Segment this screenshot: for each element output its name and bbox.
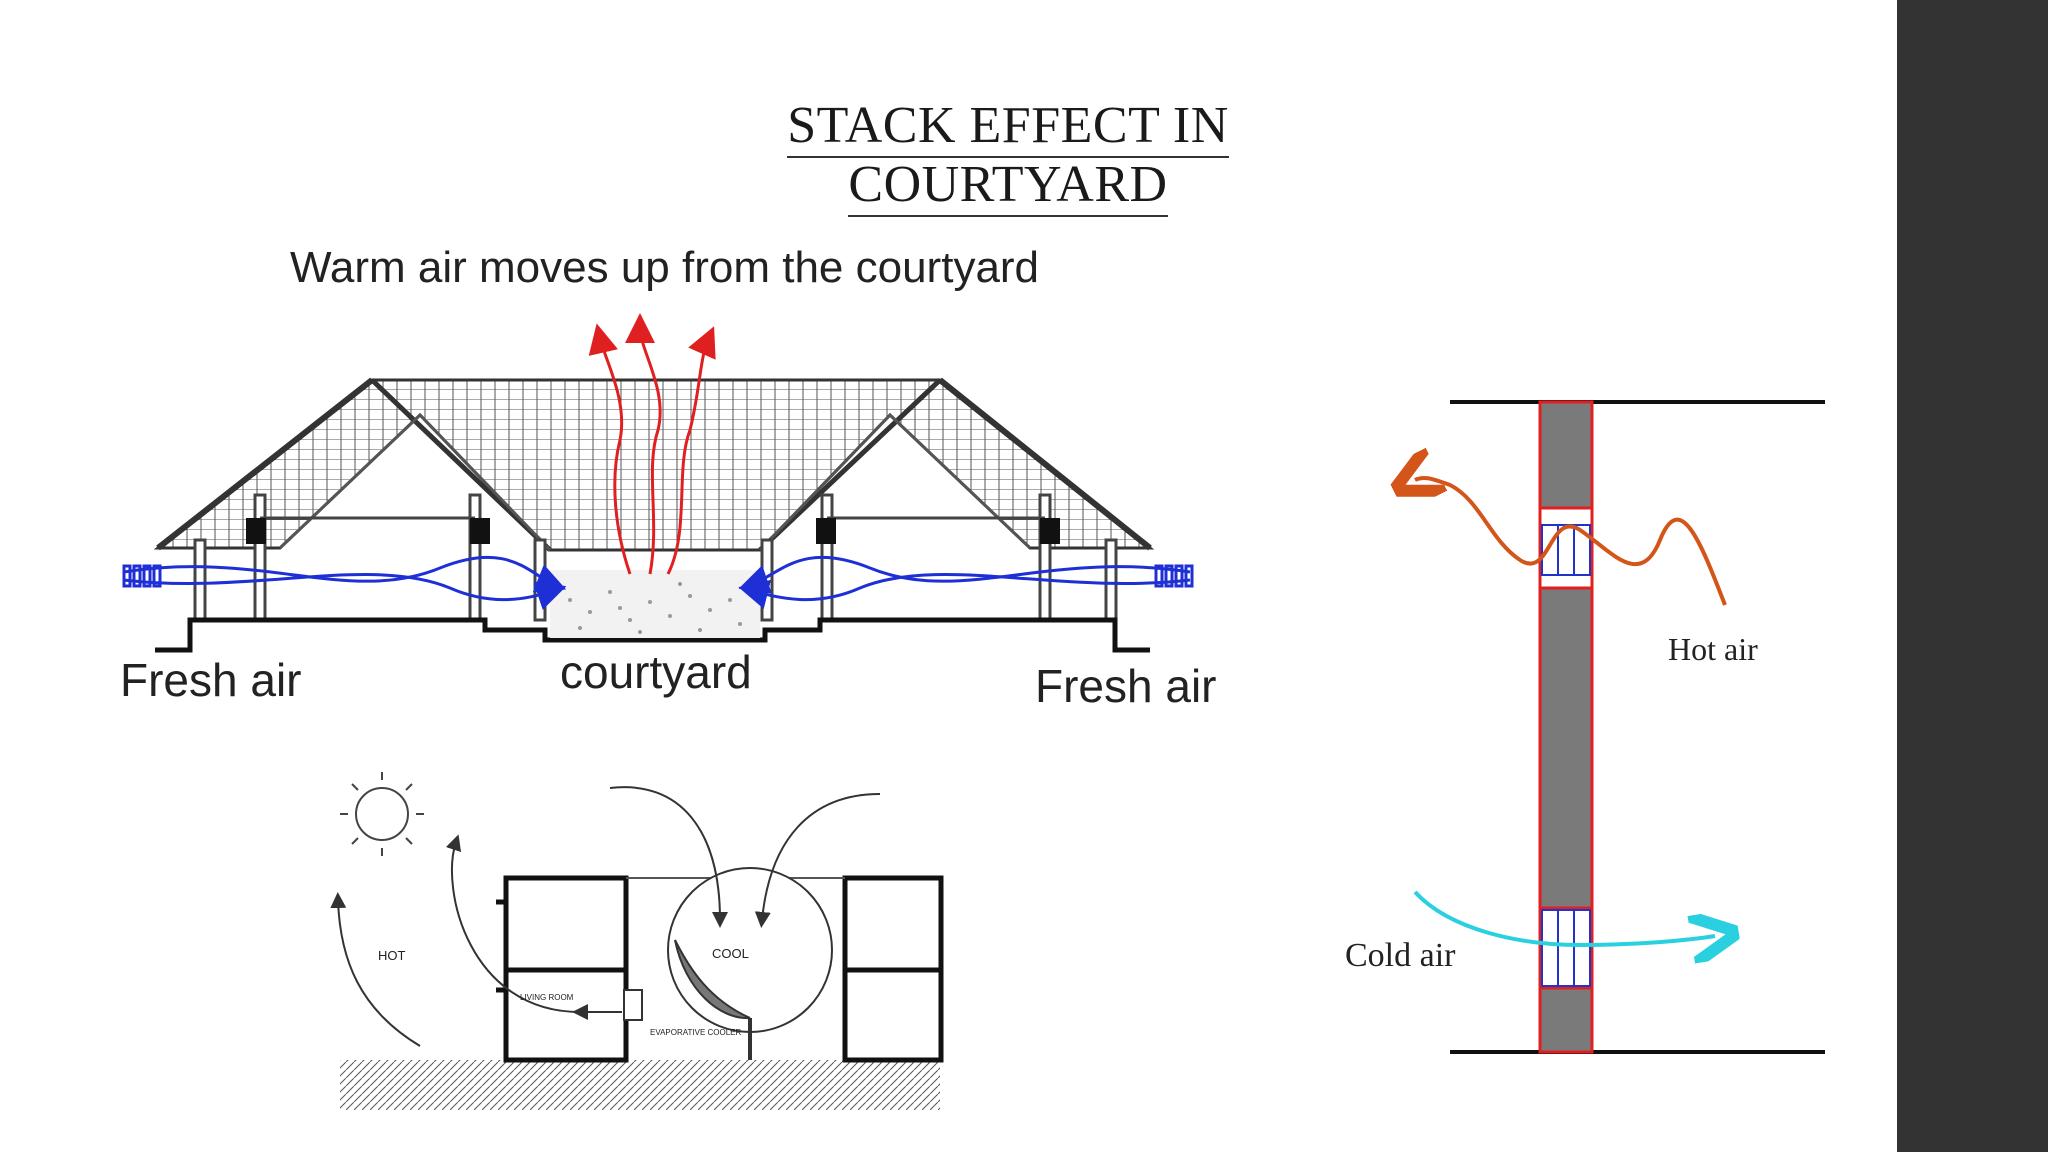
cold-air-label: Cold air xyxy=(1345,937,1456,974)
evaporative-cooler-label: EVAPORATIVE COOLER xyxy=(650,1028,742,1037)
left-building xyxy=(496,875,629,1063)
courtyard-label: courtyard xyxy=(560,646,752,698)
cold-air-arrow xyxy=(1413,890,1715,945)
wall xyxy=(1538,400,1594,1054)
hot-air-label: Hot air xyxy=(1668,631,1758,667)
slide-side-bar xyxy=(1897,0,2048,1152)
evaporative-cooler xyxy=(623,989,643,1021)
air-flow-arrows xyxy=(330,786,881,1047)
courtyard-sketch-diagram: HOT COOL LIVING ROOM EVAPORATIVE COOLER xyxy=(330,772,944,1110)
courtyard-section-diagram: Warm air moves up from the courtyard xyxy=(120,243,1216,712)
beam-blocks xyxy=(246,518,1060,544)
warm-air-heading: Warm air moves up from the courtyard xyxy=(290,243,1039,292)
wall-ventilation-diagram: Hot air Cold air xyxy=(1345,400,1825,1054)
living-room-label: LIVING ROOM xyxy=(520,993,574,1002)
right-building xyxy=(842,875,944,1063)
slide-title: STACK EFFECT IN COURTYARD xyxy=(624,96,1392,217)
wall-vent-openings xyxy=(1541,524,1591,987)
tree-icon xyxy=(667,867,833,1060)
hot-label: HOT xyxy=(378,948,406,963)
courtyard-gravel xyxy=(550,570,760,638)
sun-icon xyxy=(340,772,424,856)
fresh-air-vents-right xyxy=(1154,564,1194,588)
floor-plinth xyxy=(155,617,1150,653)
fresh-air-right-label: Fresh air xyxy=(1035,660,1216,712)
hot-air-arrow xyxy=(1415,478,1727,606)
fresh-air-arrows xyxy=(123,555,1191,610)
warm-air-arrows xyxy=(588,313,716,575)
ground-hatch xyxy=(340,1060,940,1110)
fresh-air-left-label: Fresh air xyxy=(120,654,301,706)
fresh-air-vents-left xyxy=(122,564,162,588)
cool-label: COOL xyxy=(712,946,749,961)
